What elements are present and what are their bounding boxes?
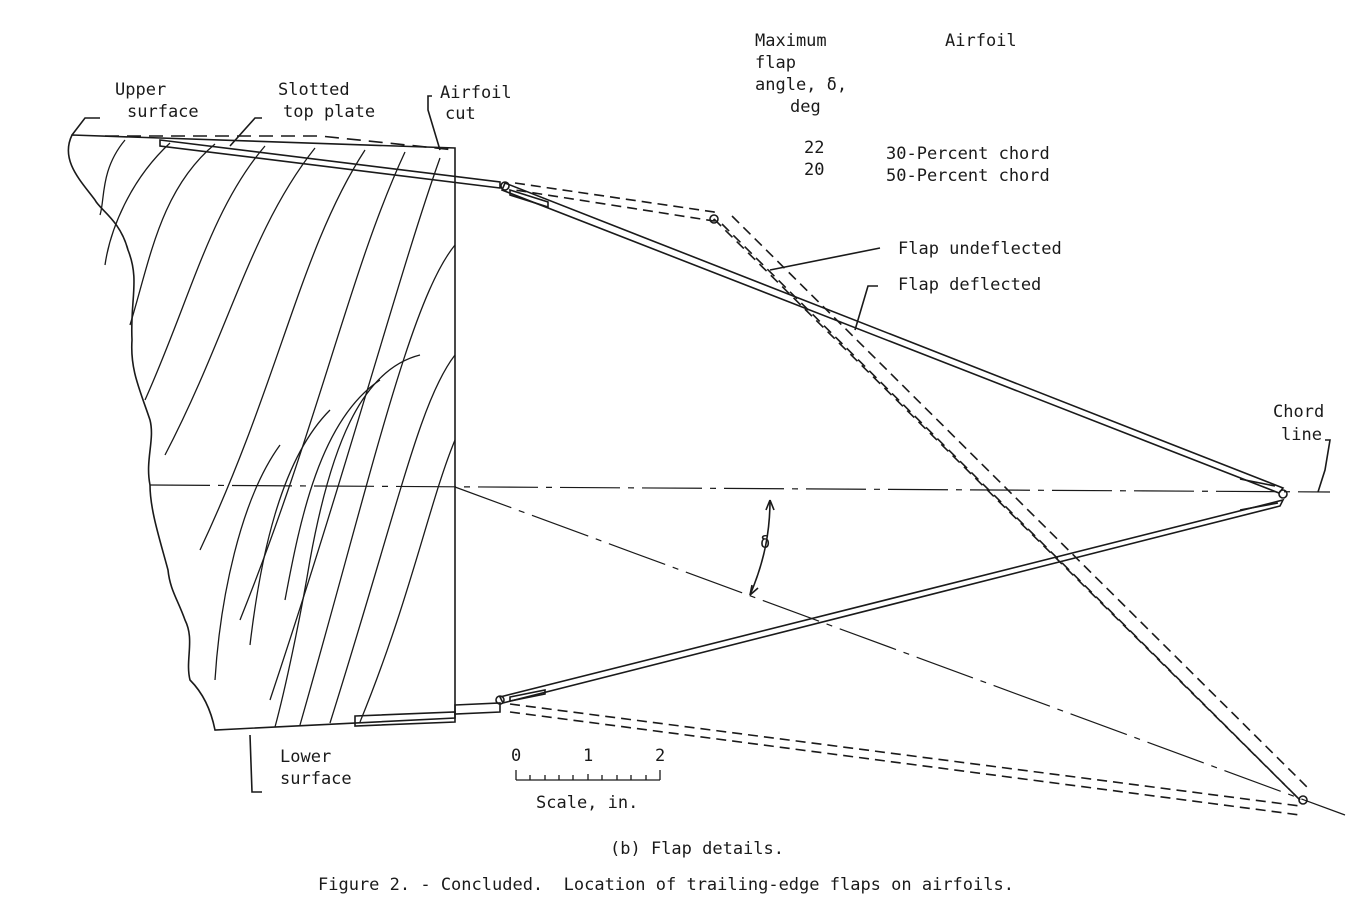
label-upper-surface-2: surface <box>127 102 199 122</box>
legend-header-airfoil: Airfoil <box>945 31 1017 51</box>
label-slotted-top-plate-2: top plate <box>283 102 376 122</box>
label-chord-line-2: line <box>1281 425 1322 445</box>
scale-bar <box>515 770 661 781</box>
label-upper-surface-1: Upper <box>115 80 167 100</box>
slotted-top-plate <box>159 139 501 189</box>
scale-tick-1: 1 <box>583 746 594 766</box>
label-airfoil-cut-1: Airfoil <box>440 83 512 103</box>
flap-undeflected-lower <box>498 498 1285 704</box>
flap-undeflected-upper <box>500 181 1285 494</box>
legend-airfoil-0: 30-Percent chord <box>886 144 1050 164</box>
label-airfoil-cut-2: cut <box>445 104 476 124</box>
legend-header-angle-4: deg <box>790 97 821 117</box>
figure-caption: Figure 2. - Concluded. Location of trail… <box>318 875 1014 895</box>
flap-deflected-dashed <box>509 182 1311 816</box>
scale-tick-2: 2 <box>655 746 666 766</box>
deflection-line <box>454 486 1346 816</box>
legend-angle-0: 22 <box>804 138 825 158</box>
airfoil-section-outline <box>67 134 456 731</box>
legend-header-angle-3: angle, δ, <box>755 75 848 95</box>
chord-line <box>149 484 1331 493</box>
subfigure-caption: (b) Flap details. <box>610 839 784 859</box>
legend-header-angle-1: Maximum <box>755 31 827 51</box>
scale-label: Scale, in. <box>536 793 639 813</box>
delta-arc <box>749 499 771 596</box>
legend-airfoil-1: 50-Percent chord <box>886 166 1050 186</box>
scale-tick-0: 0 <box>511 746 522 766</box>
label-delta: δ <box>760 533 771 553</box>
label-lower-surface-1: Lower <box>280 747 332 767</box>
legend-header-angle-2: flap <box>755 53 796 73</box>
legend-angle-1: 20 <box>804 160 825 180</box>
lower-plate <box>354 711 456 727</box>
upper-surface-dashed <box>105 135 456 151</box>
label-lower-surface-2: surface <box>280 769 352 789</box>
label-flap-undeflected: Flap undeflected <box>898 239 1062 259</box>
label-flap-deflected: Flap deflected <box>898 275 1042 295</box>
label-chord-line-1: Chord <box>1273 402 1325 422</box>
wood-grain <box>99 139 456 728</box>
label-slotted-top-plate-1: Slotted <box>278 80 350 100</box>
